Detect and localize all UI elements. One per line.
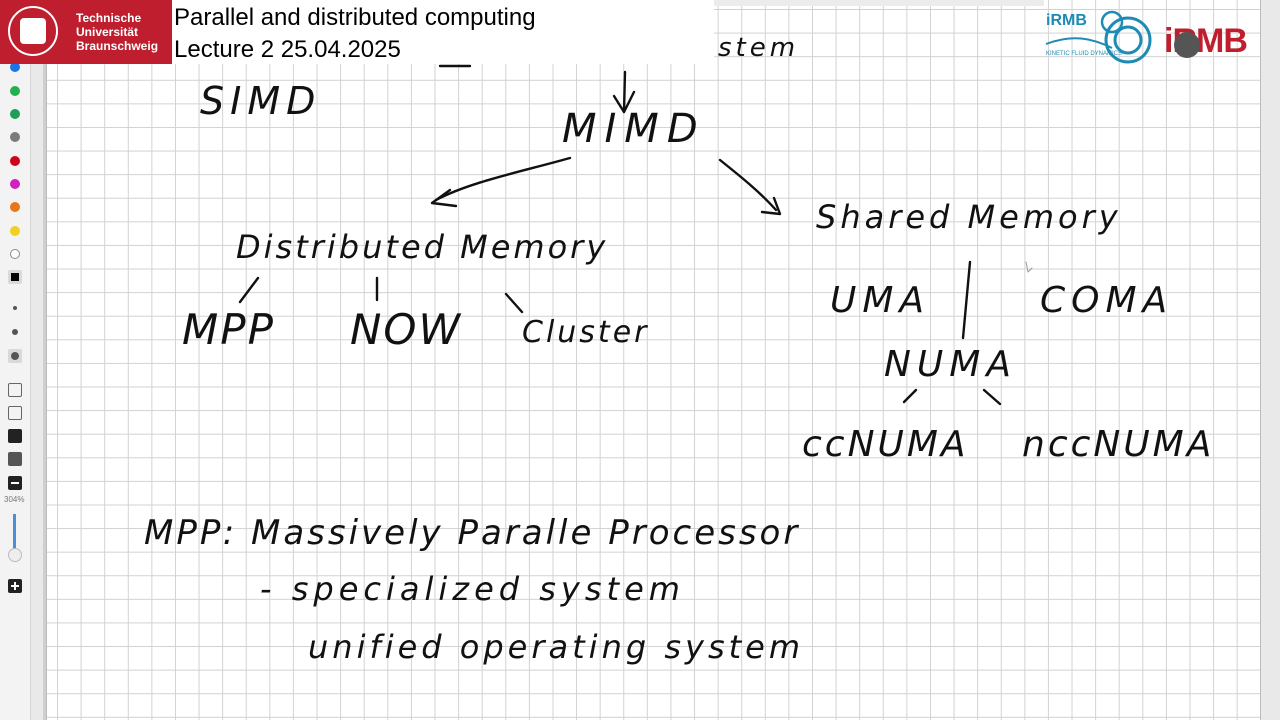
mouse-cursor-icon bbox=[1025, 261, 1033, 273]
pen-color-orange[interactable] bbox=[10, 202, 20, 212]
note-cluster: Cluster bbox=[522, 315, 649, 350]
ink-tick-ccnuma bbox=[902, 388, 918, 404]
lecture-title-banner: Parallel and distributed computing Lectu… bbox=[172, 0, 714, 64]
ink-divider-uma-coma bbox=[961, 260, 972, 340]
zoom-slider[interactable] bbox=[13, 514, 16, 550]
lecture-course-title: Parallel and distributed computing bbox=[174, 4, 536, 31]
logo-line-1: Technische bbox=[76, 11, 142, 25]
pen-color-dark-green[interactable] bbox=[10, 109, 20, 119]
note-coma: COMA bbox=[1040, 280, 1173, 321]
ink-arrow-distributed-head bbox=[430, 188, 458, 208]
irmb-globe-icon bbox=[1174, 32, 1200, 58]
ink-arrow-shared-shaft bbox=[718, 158, 778, 212]
note-point-unified: unified operating system bbox=[308, 628, 804, 666]
zoom-out-icon[interactable] bbox=[8, 476, 22, 490]
pen-width-thick-selected[interactable] bbox=[8, 349, 22, 363]
logo-line-2: Universität bbox=[76, 25, 139, 39]
note-mimd: MIMD bbox=[562, 106, 706, 152]
app-top-strip bbox=[714, 0, 1044, 6]
page-one-icon[interactable] bbox=[8, 429, 22, 443]
tool-palette: 304% bbox=[0, 0, 31, 720]
ink-arrow-distributed-shaft bbox=[434, 156, 572, 202]
ink-arrow-mimd-shaft bbox=[622, 70, 627, 114]
canvas-shadow bbox=[43, 0, 46, 720]
irmb-kinetic-logo: iRMB KINETIC FLUID DYNAMICS bbox=[1042, 4, 1157, 68]
logo-line-3: Braunschweig bbox=[76, 39, 159, 53]
pen-color-green[interactable] bbox=[10, 86, 20, 96]
ink-tick-cluster bbox=[504, 292, 524, 314]
pen-color-gray[interactable] bbox=[10, 132, 20, 142]
pen-color-yellow[interactable] bbox=[10, 226, 20, 236]
note-shared-memory: Shared Memory bbox=[816, 198, 1122, 236]
note-numa: NUMA bbox=[884, 344, 1017, 385]
pen-color-white[interactable] bbox=[10, 249, 20, 259]
pen-color-black-selected[interactable] bbox=[8, 270, 22, 284]
note-point-specialized: - specialized system bbox=[260, 570, 685, 608]
irmb-main-logo: iRMB bbox=[1164, 18, 1280, 68]
pen-color-blue[interactable] bbox=[10, 62, 20, 72]
pen-color-red[interactable] bbox=[10, 156, 20, 166]
page-layout-icon[interactable] bbox=[8, 383, 22, 397]
presentation-icon[interactable] bbox=[8, 406, 22, 420]
note-mpp-definition: MPP: Massively Paralle Processor bbox=[144, 513, 800, 553]
note-now: NOW bbox=[350, 305, 462, 354]
note-simd: SIMD bbox=[200, 79, 321, 123]
notebook-canvas[interactable] bbox=[46, 0, 1261, 720]
pen-width-medium[interactable] bbox=[12, 329, 18, 335]
university-seal-icon bbox=[8, 6, 58, 56]
note-nccnuma: nccNUMA bbox=[1022, 424, 1214, 465]
ink-tick-mpp bbox=[238, 276, 260, 304]
pen-width-thin[interactable] bbox=[13, 306, 17, 310]
note-uma: UMA bbox=[830, 280, 930, 321]
tu-braunschweig-logo: Technische Universität Braunschweig bbox=[0, 0, 172, 64]
note-distributed-memory: Distributed Memory bbox=[236, 228, 608, 266]
note-ccnuma: ccNUMA bbox=[802, 424, 969, 465]
note-top-partial: stem bbox=[718, 33, 799, 63]
zoom-slider-handle[interactable] bbox=[8, 548, 22, 562]
zoom-in-icon[interactable] bbox=[8, 579, 22, 593]
ink-tick-nccnuma bbox=[982, 388, 1002, 406]
fluid-swirl-icon bbox=[1045, 10, 1152, 64]
zoom-level: 304% bbox=[4, 495, 25, 504]
canvas-margin bbox=[1260, 0, 1280, 720]
ink-arrow-shared-head bbox=[760, 196, 782, 216]
ink-arrow-mimd-head bbox=[612, 90, 636, 114]
lecture-number-date: Lecture 2 25.04.2025 bbox=[174, 36, 401, 63]
irmb-small-subtitle: KINETIC FLUID DYNAMICS bbox=[1046, 51, 1123, 57]
note-mpp: MPP bbox=[182, 305, 275, 354]
irmb-small-name: iRMB bbox=[1046, 12, 1087, 29]
pen-color-magenta[interactable] bbox=[10, 179, 20, 189]
fit-zoom-icon[interactable] bbox=[8, 452, 22, 466]
